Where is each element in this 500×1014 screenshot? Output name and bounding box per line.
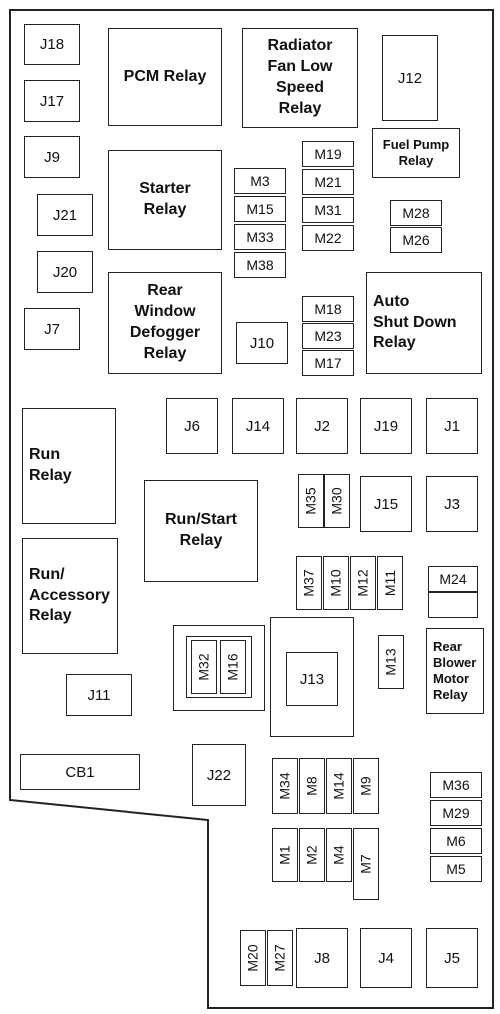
- fuse-m14: M14: [326, 758, 352, 814]
- relay-run-start: Run/Start Relay: [144, 480, 258, 582]
- fuse-m16: M16: [220, 640, 246, 694]
- fuse-j8: J8: [296, 928, 348, 988]
- fuse-m19: M19: [302, 141, 354, 167]
- relay-rear-window-defogger: Rear Window Defogger Relay: [108, 272, 222, 374]
- fuse-m31: M31: [302, 197, 354, 223]
- relay-rear-blower-motor: Rear Blower Motor Relay: [426, 628, 484, 714]
- circuit-breaker-cb1: CB1: [20, 754, 140, 790]
- fuse-j22: J22: [192, 744, 246, 806]
- fuse-m3: M3: [234, 168, 286, 194]
- fuse-m26: M26: [390, 227, 442, 253]
- fuse-j7: J7: [24, 308, 80, 350]
- fuse-m15: M15: [234, 196, 286, 222]
- fuse-j3: J3: [426, 476, 478, 532]
- j13-enclosure: [270, 617, 354, 737]
- fuse-j13: J13: [286, 652, 338, 706]
- fuse-j21: J21: [37, 194, 93, 236]
- fuse-m4: M4: [326, 828, 352, 882]
- fuse-j1: J1: [426, 398, 478, 454]
- fuse-j5: J5: [426, 928, 478, 988]
- fuse-m5: M5: [430, 856, 482, 882]
- fuse-j17: J17: [24, 80, 80, 122]
- fuse-m21: M21: [302, 169, 354, 195]
- relay-pcm: PCM Relay: [108, 28, 222, 126]
- fuse-j12: J12: [382, 35, 438, 121]
- fuse-m33: M33: [234, 224, 286, 250]
- fuse-j15: J15: [360, 476, 412, 532]
- relay-fuel-pump: Fuel Pump Relay: [372, 128, 460, 178]
- fuse-m29: M29: [430, 800, 482, 826]
- fuse-m38: M38: [234, 252, 286, 278]
- fuse-m37: M37: [296, 556, 322, 610]
- fuse-m30: M30: [324, 474, 350, 528]
- fuse-j19: J19: [360, 398, 412, 454]
- fuse-j10: J10: [236, 322, 288, 364]
- fuse-m17: M17: [302, 350, 354, 376]
- relay-radiator-fan-low-speed: Radiator Fan Low Speed Relay: [242, 28, 358, 128]
- fuse-m11: M11: [377, 556, 403, 610]
- fuse-j11: J11: [66, 674, 132, 716]
- fuse-m22: M22: [302, 225, 354, 251]
- fuse-j18: J18: [24, 24, 80, 65]
- relay-run: Run Relay: [22, 408, 116, 524]
- fuse-j14: J14: [232, 398, 284, 454]
- fuse-m8: M8: [299, 758, 325, 814]
- fuse-j6: J6: [166, 398, 218, 454]
- fuse-m9: M9: [353, 758, 379, 814]
- fuse-m2: M2: [299, 828, 325, 882]
- empty-slot: [428, 592, 478, 618]
- relay-starter: Starter Relay: [108, 150, 222, 250]
- fuse-m23: M23: [302, 323, 354, 349]
- fuse-m6: M6: [430, 828, 482, 854]
- fuse-m32: M32: [191, 640, 217, 694]
- fuse-m10: M10: [323, 556, 349, 610]
- fuse-j4: J4: [360, 928, 412, 988]
- fuse-m28: M28: [390, 200, 442, 226]
- fuse-m1: M1: [272, 828, 298, 882]
- fuse-m18: M18: [302, 296, 354, 322]
- fuse-m24: M24: [428, 566, 478, 592]
- fuse-j9: J9: [24, 136, 80, 178]
- fuse-m13: M13: [378, 635, 404, 689]
- relay-run-accessory: Run/ Accessory Relay: [22, 538, 118, 654]
- fuse-m7: M7: [353, 828, 379, 900]
- fuse-m20: M20: [240, 930, 266, 986]
- fuse-j2: J2: [296, 398, 348, 454]
- m32-m16-enclosure: [173, 625, 265, 711]
- fuse-m27: M27: [267, 930, 293, 986]
- fuse-m35: M35: [298, 474, 324, 528]
- relay-auto-shut-down: Auto Shut Down Relay: [366, 272, 482, 374]
- fuse-m34: M34: [272, 758, 298, 814]
- m32-m16-holder: [186, 636, 252, 698]
- fuse-m36: M36: [430, 772, 482, 798]
- fuse-j20: J20: [37, 251, 93, 293]
- fuse-m12: M12: [350, 556, 376, 610]
